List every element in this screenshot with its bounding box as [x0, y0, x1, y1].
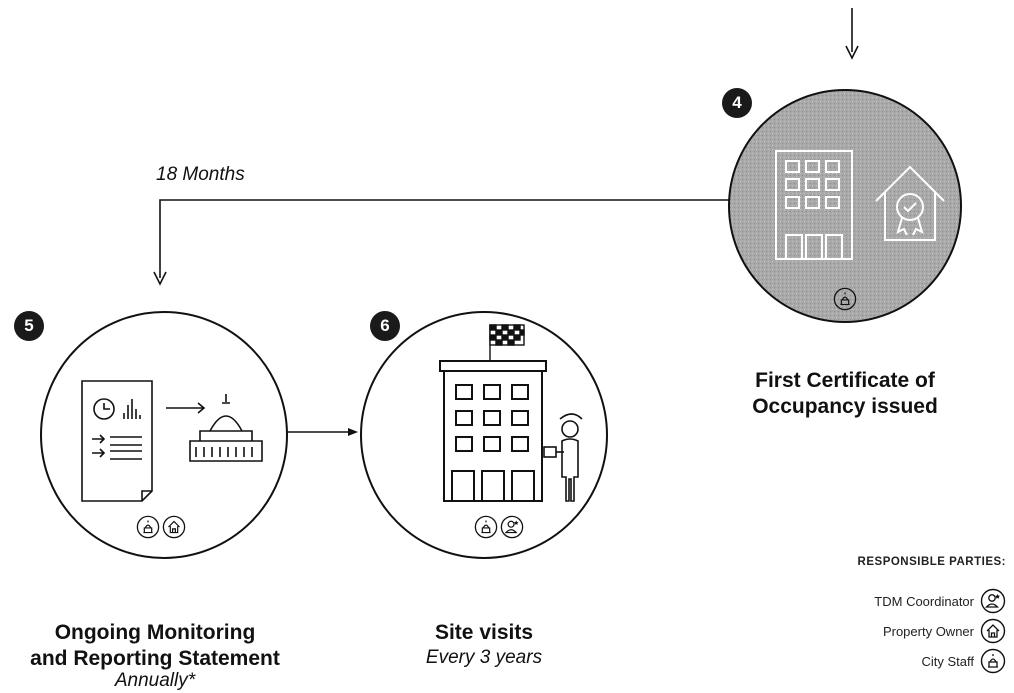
step-4-title: First Certificate of Occupancy issued [752, 369, 938, 418]
property-owner-icon [980, 618, 1006, 644]
report-arrow-icon [166, 402, 206, 414]
step-6-number-badge: 6 [370, 311, 400, 341]
step-6-illustration [439, 324, 583, 539]
step-4-circle [728, 89, 962, 323]
tdm-coordinator-icon [980, 588, 1006, 614]
inspector-icon [543, 413, 583, 502]
step-5-note: Annually* [114, 670, 196, 691]
legend-title: RESPONSIBLE PARTIES: [857, 556, 1006, 568]
connector-label: 18 Months [156, 164, 245, 185]
legend-item-property-owner: Property Owner [883, 618, 1006, 644]
checkered-flag-icon [489, 324, 525, 361]
certified-house-icon [875, 165, 945, 241]
report-document-icon [81, 380, 153, 502]
step-4 [726, 87, 964, 325]
step-6-note: Every 3 years [425, 647, 543, 668]
step-5-illustration [81, 380, 263, 539]
legend-item-city-staff: City Staff [921, 648, 1006, 674]
capitol-building-icon [189, 394, 263, 462]
step-4-number-badge: 4 [722, 88, 752, 118]
building-icon [439, 360, 547, 502]
step-5-number-badge: 5 [14, 311, 44, 341]
city-staff-icon [980, 648, 1006, 674]
step-6-title: Site visits [434, 621, 534, 644]
step-5-title: Ongoing Monitoring and Reporting Stateme… [30, 621, 280, 670]
legend-item-tdm-coordinator: TDM Coordinator [874, 588, 1006, 614]
connector-lines [153, 8, 859, 436]
office-building-icon [775, 150, 853, 260]
